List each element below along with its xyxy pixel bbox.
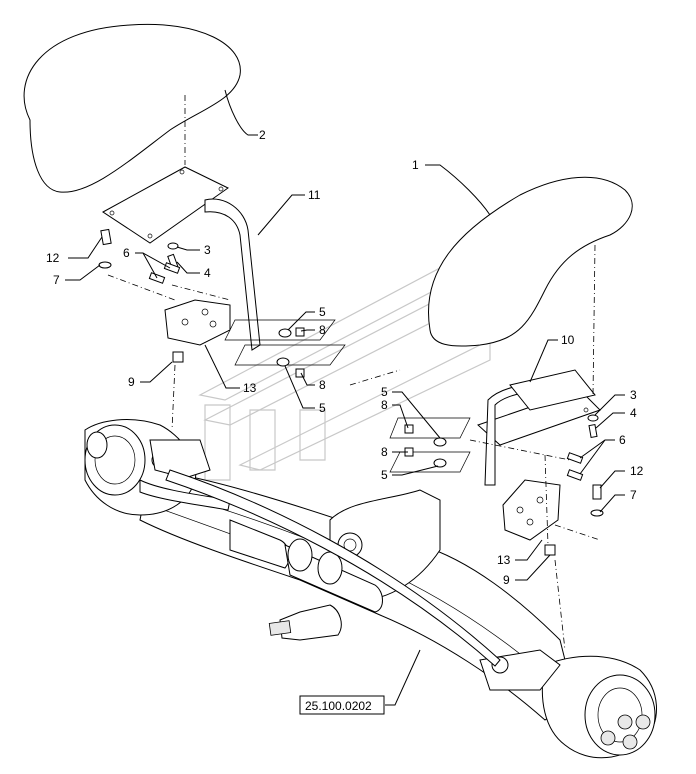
callout-8-right-bottom: 8 bbox=[381, 445, 388, 459]
callout-numbers: 1 2 3 3 4 4 5 5 5 5 6 6 7 7 8 8 8 8 9 9 … bbox=[46, 128, 644, 587]
callout-7-left: 7 bbox=[53, 273, 60, 287]
left-washers-nuts bbox=[224, 319, 346, 378]
right-bracket bbox=[502, 479, 561, 541]
right-fasteners bbox=[544, 414, 604, 556]
callout-6-left: 6 bbox=[123, 246, 130, 260]
callout-7-right: 7 bbox=[630, 488, 637, 502]
left-fender bbox=[23, 23, 241, 193]
callout-9-right: 9 bbox=[503, 573, 510, 587]
callout-8-left-bottom: 8 bbox=[319, 378, 326, 392]
callout-8-left-top: 8 bbox=[319, 323, 326, 337]
callout-8-right-top: 8 bbox=[381, 398, 388, 412]
callout-4-right: 4 bbox=[630, 406, 637, 420]
alignment-lines bbox=[107, 95, 601, 651]
callout-9-left: 9 bbox=[128, 375, 135, 389]
callout-12-left: 12 bbox=[46, 251, 60, 265]
callout-10: 10 bbox=[561, 333, 575, 347]
front-axle-assembly bbox=[84, 419, 657, 759]
callout-6-right: 6 bbox=[619, 433, 626, 447]
left-fender-plate bbox=[102, 166, 229, 244]
left-fasteners bbox=[98, 228, 184, 363]
leader-lines bbox=[65, 89, 625, 706]
callout-5-left-top: 5 bbox=[319, 305, 326, 319]
callout-3-left: 3 bbox=[204, 243, 211, 257]
left-support-arm bbox=[204, 198, 261, 351]
callout-3-right: 3 bbox=[630, 388, 637, 402]
callout-1: 1 bbox=[412, 158, 419, 172]
left-bracket bbox=[164, 299, 231, 346]
callout-5-right-top: 5 bbox=[381, 385, 388, 399]
callout-11: 11 bbox=[308, 188, 321, 202]
callout-2: 2 bbox=[259, 128, 266, 142]
callout-5-right-bottom: 5 bbox=[381, 468, 388, 482]
right-washers-nuts bbox=[389, 417, 471, 473]
right-fender bbox=[428, 176, 633, 347]
reference-label-text: 25.100.0202 bbox=[305, 699, 372, 713]
callout-13-left: 13 bbox=[243, 381, 257, 395]
reference-label: 25.100.0202 bbox=[299, 695, 385, 715]
callout-4-left: 4 bbox=[204, 266, 211, 280]
callout-12-right: 12 bbox=[630, 464, 644, 478]
callout-13-right: 13 bbox=[497, 553, 511, 567]
right-support-bracket bbox=[477, 369, 601, 486]
callout-5-left-bottom: 5 bbox=[319, 401, 326, 415]
